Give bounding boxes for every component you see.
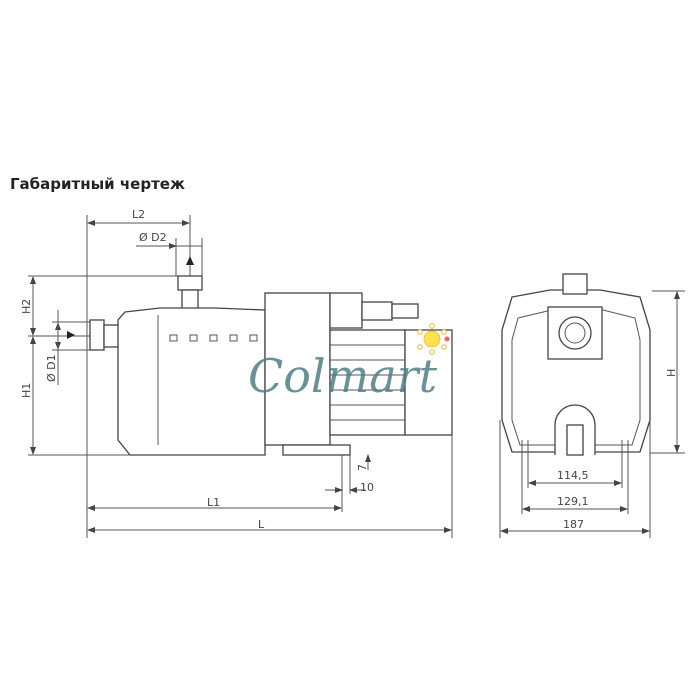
side-view: L2 Ø D2 H2 H1 Ø D1 7 10 L1 L xyxy=(20,208,453,538)
label-129-1: 129,1 xyxy=(557,495,589,508)
outlet-arrow-icon xyxy=(186,256,194,265)
label-7: 7 xyxy=(356,464,369,471)
label-10: 10 xyxy=(360,481,374,494)
sun-icon xyxy=(417,323,450,355)
front-view: H 114,5 129,1 187 xyxy=(499,273,685,538)
label-D1: Ø D1 xyxy=(45,354,58,382)
label-H1: H1 xyxy=(20,383,33,398)
motor-fins xyxy=(330,344,405,421)
label-L: L xyxy=(258,518,265,531)
watermark-logo: Colmart xyxy=(248,349,438,403)
label-D2: Ø D2 xyxy=(139,231,167,244)
page-title: Габаритный чертеж xyxy=(10,175,185,193)
inlet-arrow-icon xyxy=(67,331,75,339)
label-H: H xyxy=(665,369,678,377)
label-L2: L2 xyxy=(132,208,145,221)
label-187: 187 xyxy=(563,518,584,531)
label-H2: H2 xyxy=(20,299,33,314)
label-114-5: 114,5 xyxy=(557,469,589,482)
label-L1: L1 xyxy=(207,496,220,509)
vent-slots xyxy=(169,334,258,342)
